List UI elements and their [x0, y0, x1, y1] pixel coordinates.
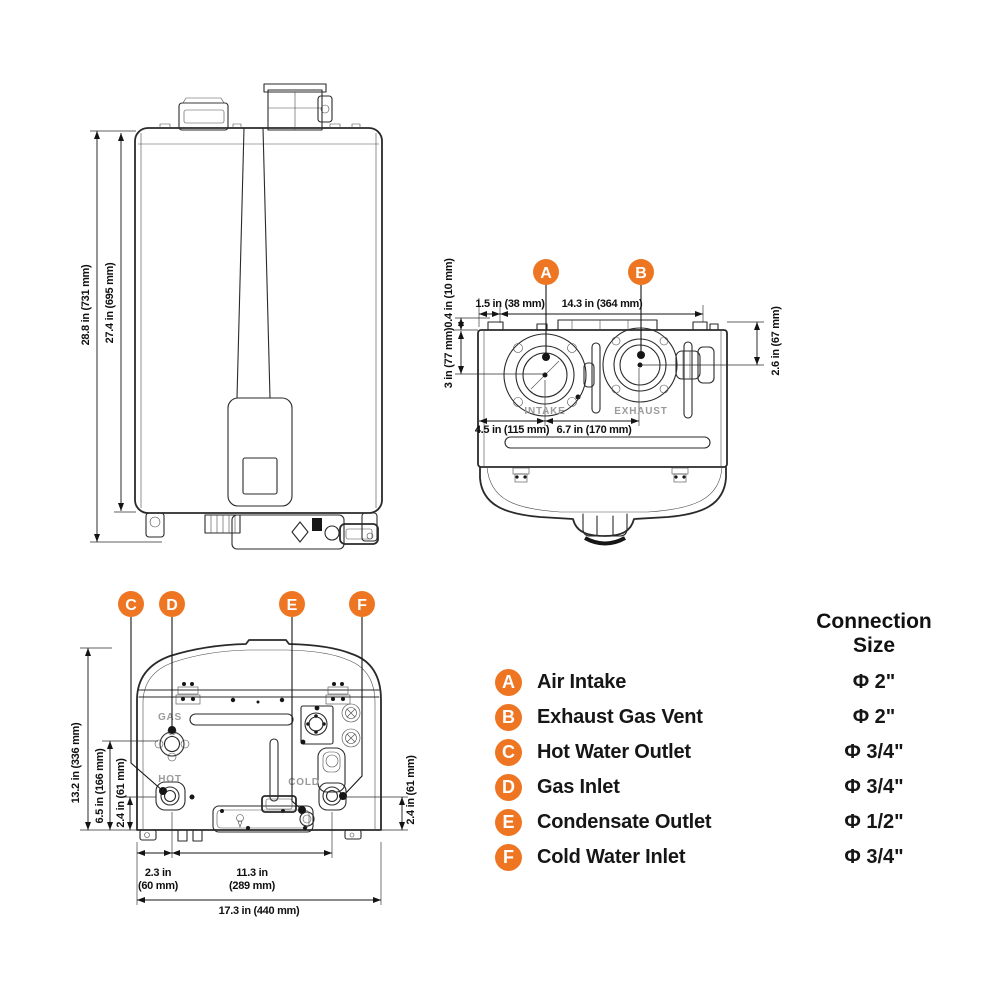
bottom-rail: [139, 795, 362, 842]
dim-hot-to-cold-line2: (289 mm): [229, 880, 276, 892]
legend-label: Gas Inlet: [537, 776, 620, 798]
top-view-body: [477, 319, 728, 468]
top-view-drawing: A B 1.5 in (38 mm) 14.3 in (364 mm) 0.4 …: [443, 258, 782, 546]
top-view-bottom-cover: [479, 466, 727, 546]
condensate-assembly: [299, 703, 361, 827]
legend-label: Exhaust Gas Vent: [537, 706, 703, 728]
dim-gas-height: 6.5 in (166 mm): [94, 748, 106, 824]
svg-text:E: E: [287, 597, 298, 614]
svg-text:B: B: [635, 265, 647, 282]
dim-exhaust-depth: 2.6 in (67 mm): [770, 306, 782, 376]
dim-hot-to-cold-line1: 11.3 in: [236, 867, 268, 879]
legend-row-cold-water-inlet: F Cold Water Inlet Φ 3/4": [495, 840, 940, 875]
legend-size: Φ 3/4": [844, 776, 904, 798]
legend-label: Hot Water Outlet: [537, 741, 691, 763]
legend-badge-f: F: [495, 844, 522, 871]
marker-d: D: [159, 591, 185, 617]
dim-cold-height: 2.4 in (61 mm): [405, 755, 417, 825]
gas-inlet-port: GAS: [154, 712, 190, 762]
cold-label: COLD: [288, 777, 320, 788]
marker-b: B: [628, 259, 654, 285]
bottom-view-markers: C D E F: [118, 591, 375, 814]
legend-row-hot-water-outlet: C Hot Water Outlet Φ 3/4": [495, 735, 940, 770]
legend-header: Connection Size: [808, 610, 940, 658]
top-view-dimensions: A B 1.5 in (38 mm) 14.3 in (364 mm) 0.4 …: [443, 258, 782, 436]
legend-size: Φ 1/2": [844, 811, 904, 833]
svg-text:F: F: [357, 597, 367, 614]
legend-badge-e: E: [495, 809, 522, 836]
front-view-top-vents: [159, 83, 361, 131]
dim-vent-span: 14.3 in (364 mm): [562, 298, 643, 310]
legend-row-condensate-outlet: E Condensate Outlet Φ 1/2": [495, 805, 940, 840]
legend-size: Φ 3/4": [844, 846, 904, 868]
marker-a: A: [533, 259, 559, 285]
legend-badge-b: B: [495, 704, 522, 731]
svg-text:A: A: [540, 265, 552, 282]
dim-hot-offset-line1: 2.3 in: [145, 867, 172, 879]
legend-header-line1: Connection: [816, 610, 932, 633]
dim-hot-offset-line2: (60 mm): [138, 880, 179, 892]
marker-e: E: [279, 591, 305, 617]
legend-row-gas-inlet: D Gas Inlet Φ 3/4": [495, 770, 940, 805]
legend-label: Cold Water Inlet: [537, 846, 686, 868]
bottom-view-body: [136, 639, 382, 831]
dim-left-offset: 1.5 in (38 mm): [475, 298, 545, 310]
legend-size: Φ 2": [852, 671, 896, 693]
legend-row-air-intake: A Air Intake Φ 2": [495, 665, 940, 700]
hot-water-port: HOT: [155, 774, 195, 811]
bottom-view-drawing: GAS HOT: [70, 591, 417, 917]
dim-total-height: 13.2 in (336 mm): [70, 722, 82, 803]
hot-label: HOT: [158, 774, 182, 785]
svg-text:D: D: [166, 597, 178, 614]
dim-cabinet-height: 27.4 in (695 mm): [104, 262, 116, 343]
dim-top-lip: 0.4 in (10 mm): [443, 258, 455, 328]
dim-intake-to-exhaust: 6.7 in (170 mm): [557, 424, 633, 436]
front-view-bottom-fittings: [145, 512, 379, 550]
marker-c: C: [118, 591, 144, 617]
intake-label: INTAKE: [524, 406, 565, 417]
legend-label: Air Intake: [537, 671, 627, 693]
dim-hot-height: 2.4 in (61 mm): [115, 758, 127, 828]
bottom-view-dimensions: 13.2 in (336 mm) 6.5 in (166 mm) 2.4 in …: [70, 647, 417, 917]
legend-size: Φ 3/4": [844, 741, 904, 763]
marker-f: F: [349, 591, 375, 617]
legend-badge-d: D: [495, 774, 522, 801]
dim-intake-offset: 4.5 in (115 mm): [475, 424, 550, 436]
gas-label: GAS: [158, 712, 182, 723]
legend-header-line2: Size: [852, 634, 896, 657]
dim-total-width: 17.3 in (440 mm): [219, 905, 300, 917]
legend-size: Φ 2": [852, 706, 896, 728]
exhaust-label: EXHAUST: [614, 406, 667, 417]
legend-badge-c: C: [495, 739, 522, 766]
legend-badge-a: A: [495, 669, 522, 696]
control-display: [242, 457, 278, 495]
front-view-drawing: 28.8 in (731 mm) 27.4 in (695 mm): [80, 83, 383, 550]
legend-row-exhaust-gas-vent: B Exhaust Gas Vent Φ 2": [495, 700, 940, 735]
svg-text:C: C: [125, 597, 137, 614]
air-intake-port: [503, 333, 595, 417]
legend-label: Condensate Outlet: [537, 811, 712, 833]
dim-intake-depth: 3 in (77 mm): [443, 327, 455, 388]
dim-overall-height: 28.8 in (731 mm): [80, 264, 92, 345]
connection-legend: Connection Size A Air Intake Φ 2" B Exha…: [495, 610, 940, 875]
front-view-body: [134, 127, 383, 514]
front-view-dimensions: 28.8 in (731 mm) 27.4 in (695 mm): [80, 130, 162, 543]
